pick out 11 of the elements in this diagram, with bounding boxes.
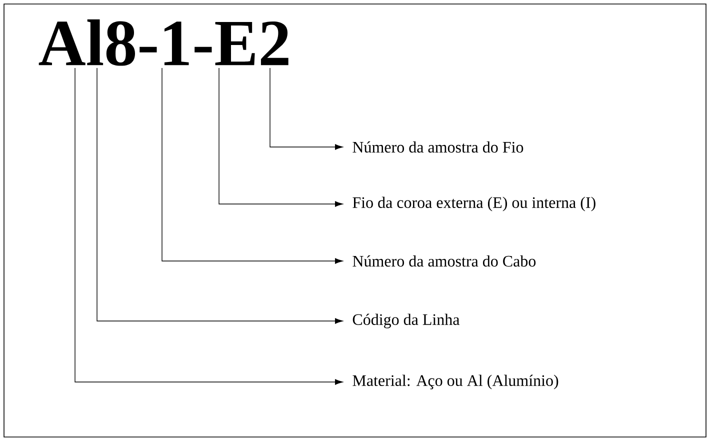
- leader-arrow: [96, 68, 343, 324]
- leader-arrow: [74, 68, 343, 385]
- leader-arrow: [162, 68, 343, 264]
- label-text: Fio da coroa externa (E) ou interna (I): [352, 196, 596, 212]
- label-text: Código da Linha: [352, 314, 460, 328]
- leader-arrow: [218, 68, 343, 207]
- label-text: Número da amostra do Cabo: [352, 255, 536, 267]
- code-text: Al8-1-E2: [38, 19, 288, 66]
- label-text: Material: Aço ou Al (Alumínio): [352, 374, 558, 390]
- leader-arrow: [270, 68, 343, 150]
- label-text: Número da amostra do Fio: [352, 141, 524, 153]
